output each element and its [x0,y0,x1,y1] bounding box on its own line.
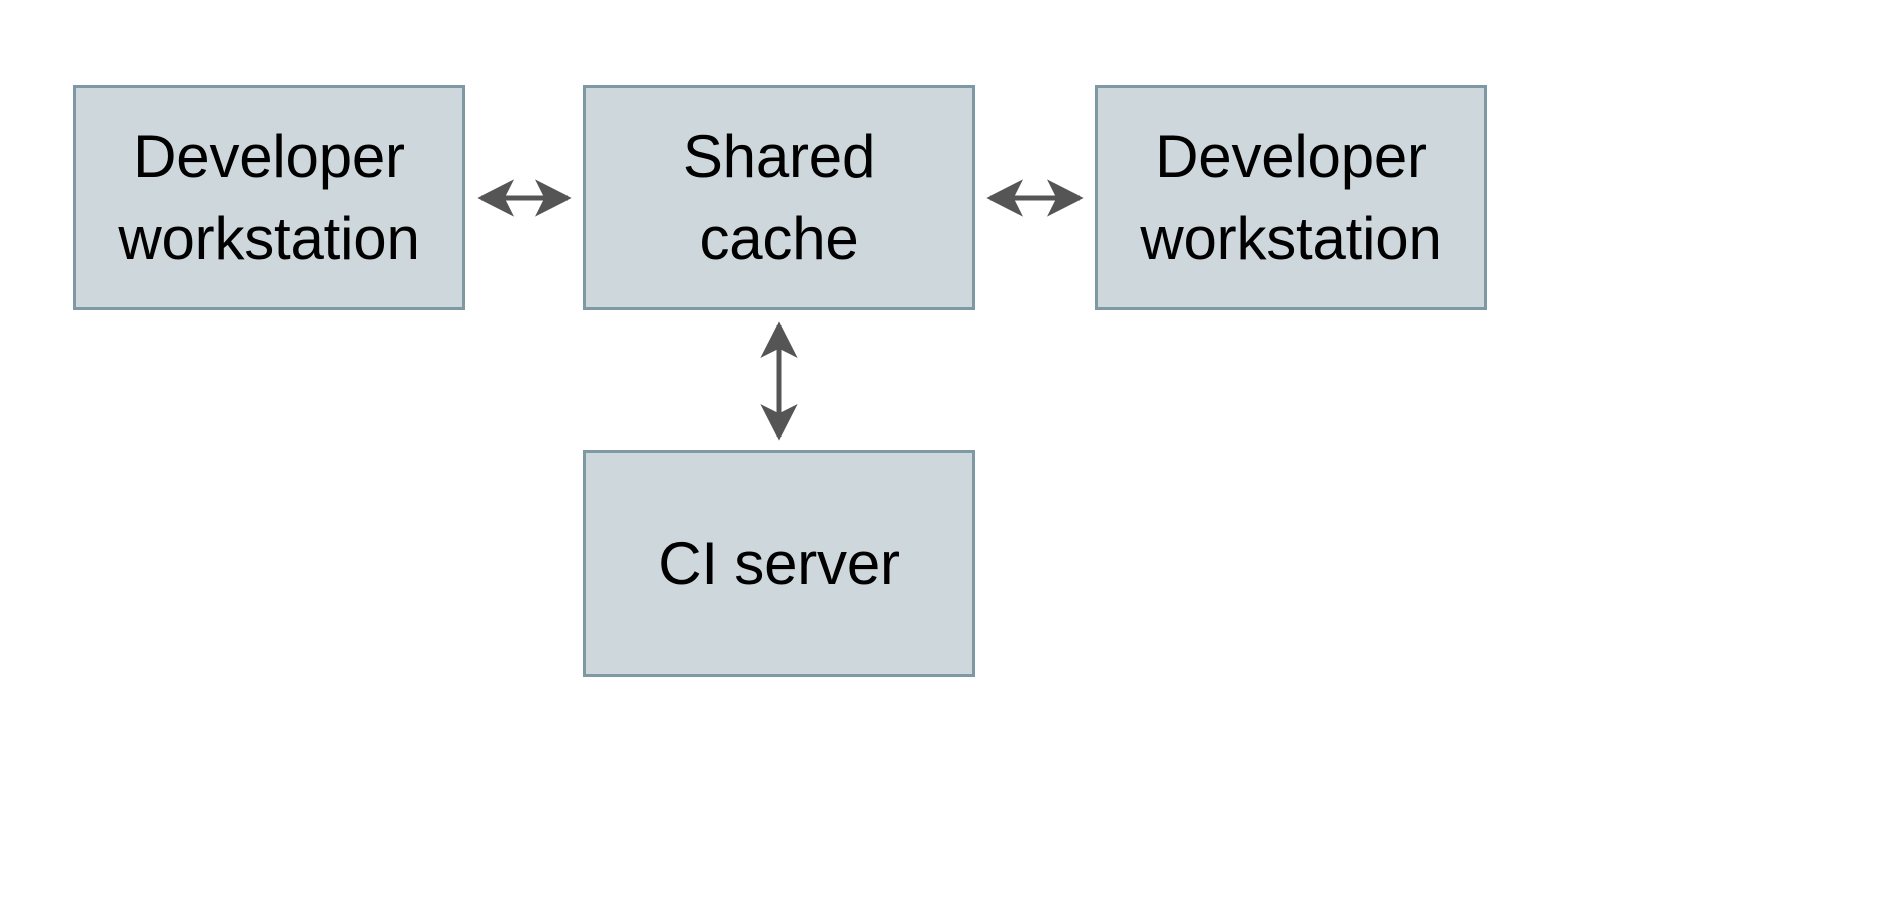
node-developer-workstation-right[interactable]: Developer workstation [1095,85,1487,310]
node-label: Developer workstation [118,122,420,272]
node-label: Developer workstation [1140,122,1442,272]
node-label: Shared cache [682,122,876,272]
node-ci-server[interactable]: CI server [583,450,975,677]
node-shared-cache[interactable]: Shared cache [583,85,975,310]
node-label: CI server [658,529,900,597]
node-developer-workstation-left[interactable]: Developer workstation [73,85,465,310]
